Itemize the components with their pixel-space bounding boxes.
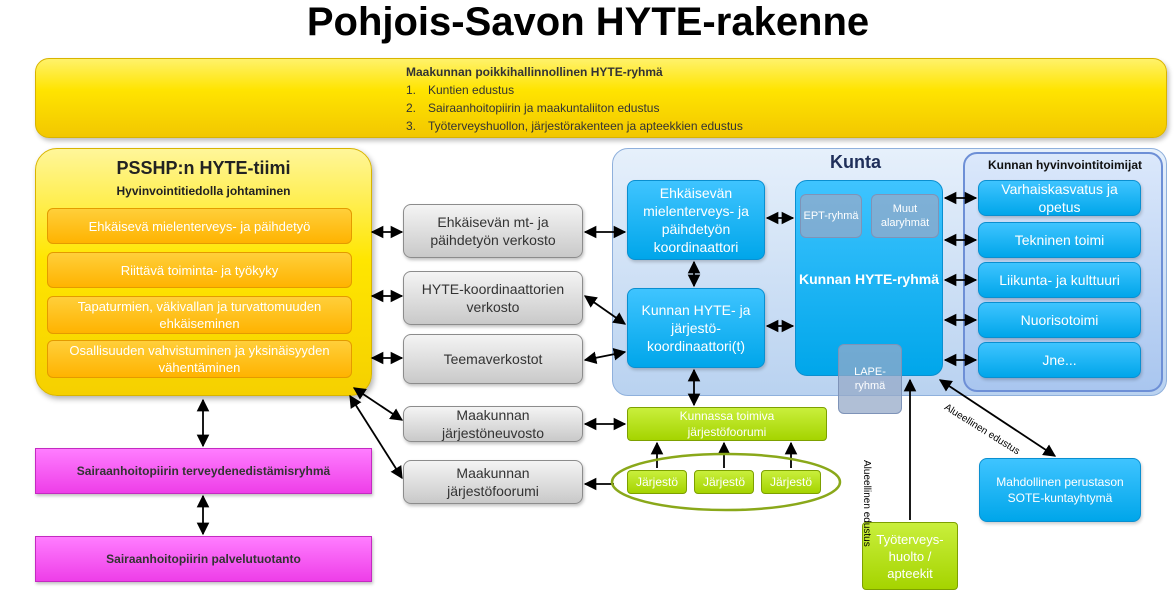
hyvinvointitoimijat-title: Kunnan hyvinvointitoimijat xyxy=(987,158,1142,172)
occupational-health-box: Työterveys-huolto / apteekit xyxy=(862,522,958,590)
hyv-item: Nuorisotoimi xyxy=(978,302,1141,338)
page-title: Pohjois-Savon HYTE-rakenne xyxy=(306,0,870,44)
hyv-item: Varhaiskasvatus ja opetus xyxy=(978,180,1141,216)
psshp-item: Tapaturmien, väkivallan ja turvattomuude… xyxy=(47,296,352,334)
hyte-org-coordinator: Kunnan HYTE- ja järjestö-koordinaattori(… xyxy=(627,288,765,368)
municipal-org-forum: Kunnassa toimiva järjestöfoorumi xyxy=(627,407,827,441)
arrow xyxy=(583,295,627,325)
organization-box: Järjestö xyxy=(694,470,754,494)
psshp-item: Osallisuuden vahvistuminen ja yksinäisyy… xyxy=(47,340,352,378)
psshp-subtitle: Hyvinvointitiedolla johtaminen xyxy=(116,184,291,198)
theme-networks: Teemaverkostot xyxy=(403,334,583,384)
arrow xyxy=(583,348,627,364)
psshp-title: PSSHP:n HYTE-tiimi xyxy=(116,158,291,178)
organization-box: Järjestö xyxy=(627,470,687,494)
arrow xyxy=(349,394,403,480)
sote-kuntayhtyma-box: Mahdollinen perustason SOTE-kuntayhtymä xyxy=(979,458,1141,522)
other-subgroups: Muut alaryhmät xyxy=(871,194,939,238)
hospital-services: Sairaanhoitopiirin palvelutuotanto xyxy=(35,536,372,582)
psshp-item: Ehkäisevä mielenterveys- ja päihdetyö xyxy=(47,208,352,244)
banner-title: Maakunnan poikkihallinnollinen HYTE-ryhm… xyxy=(406,65,663,79)
health-promotion-group: Sairaanhoitopiirin terveydenedistämisryh… xyxy=(35,448,372,494)
org-group-ellipse xyxy=(610,452,842,512)
kunta-hyte-group-label: Kunnan HYTE-ryhmä xyxy=(798,271,939,287)
regional-org-council: Maakunnan järjestöneuvosto xyxy=(403,406,583,442)
arrow xyxy=(938,379,1057,457)
kunta-title: Kunta xyxy=(830,152,881,172)
banner-item: 3.Työterveyshuollon, järjestörakenteen j… xyxy=(406,119,743,133)
ept-network: Ehkäisevän mt- ja päihdetyön verkosto xyxy=(403,204,583,258)
banner-list: 1.Kuntien edustus 2.Sairaanhoitopiirin j… xyxy=(406,81,743,135)
banner-item: 2.Sairaanhoitopiirin ja maakuntaliiton e… xyxy=(406,101,660,115)
lape-group: LAPE-ryhmä xyxy=(838,344,902,414)
banner-item: 1.Kuntien edustus xyxy=(406,83,515,97)
organization-box: Järjestö xyxy=(761,470,821,494)
hyv-item: Liikunta- ja kulttuuri xyxy=(978,262,1141,298)
ept-coordinator: Ehkäisevän mielenterveys- ja päihdetyön … xyxy=(627,180,765,260)
hyte-coordinator-network: HYTE-koordinaattorien verkosto xyxy=(403,271,583,325)
ept-group: EPT-ryhmä xyxy=(800,194,862,238)
regional-org-forum: Maakunnan järjestöfoorumi xyxy=(403,460,583,504)
psshp-item: Riittävä toiminta- ja työkyky xyxy=(47,252,352,288)
hyv-item: Jne... xyxy=(978,342,1141,378)
hyv-item: Tekninen toimi xyxy=(978,222,1141,258)
maakunta-hyte-banner: Maakunnan poikkihallinnollinen HYTE-ryhm… xyxy=(35,58,1167,138)
